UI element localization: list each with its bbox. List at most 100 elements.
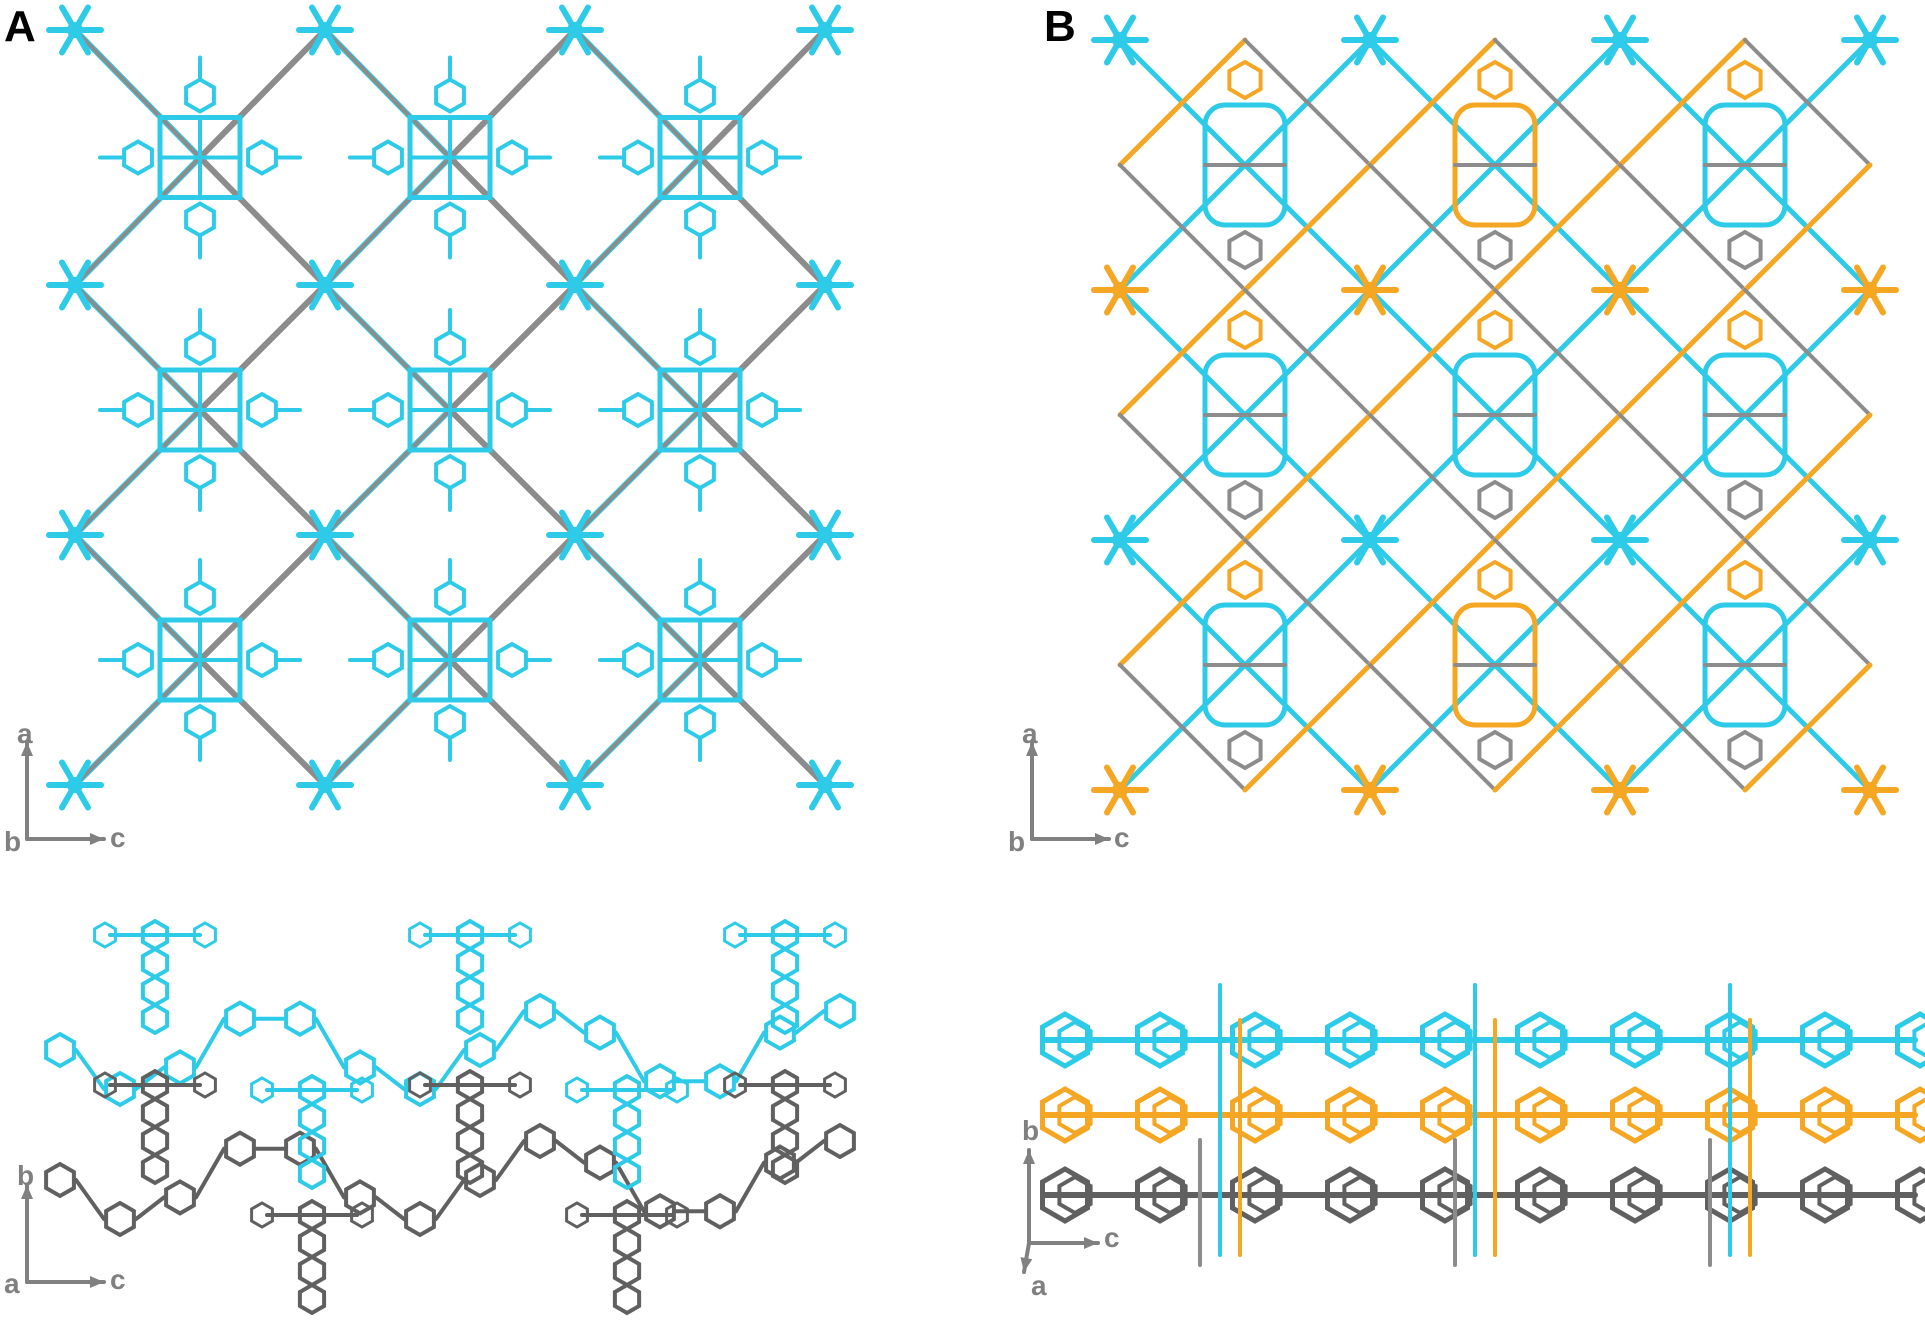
aromatic-ring (246, 641, 278, 679)
aromatic-ring (584, 1014, 616, 1051)
axis-label-a-bottom-out: a (4, 1268, 20, 1299)
aromatic-ring (1722, 1019, 1758, 1061)
panel-b-bottom-structure (1020, 983, 1925, 1274)
aromatic-ring (464, 1031, 496, 1069)
pillar (250, 1198, 374, 1316)
aromatic-ring (184, 453, 216, 491)
gray-layer (1040, 1166, 1925, 1224)
aromatic-ring (1532, 1094, 1568, 1136)
metal-node-cluster (1091, 514, 1149, 566)
aromatic-ring (140, 1002, 170, 1036)
aromatic-ring (140, 974, 170, 1008)
axis-label-b-bottom-down: a (1031, 1270, 1047, 1301)
aromatic-ring (1722, 1094, 1758, 1136)
aromatic-ring (770, 1152, 800, 1186)
aromatic-ring (723, 1071, 747, 1099)
bond (374, 1195, 406, 1221)
aromatic-ring (455, 1124, 485, 1158)
metal-node (317, 527, 333, 543)
linker (1617, 537, 1748, 668)
aromatic-ring (1817, 1174, 1853, 1216)
aromatic-ring (1727, 559, 1763, 601)
linker (1367, 537, 1498, 668)
metal-node (817, 22, 833, 38)
aromatic-ring (140, 1152, 170, 1186)
aromatic-ring (1477, 59, 1513, 101)
aromatic-ring (193, 1071, 217, 1099)
aromatic-ring (372, 641, 404, 679)
aromatic-ring (140, 1124, 170, 1158)
aromatic-ring (770, 1096, 800, 1130)
pillar (723, 1068, 847, 1186)
metal-node-cluster (1091, 264, 1149, 316)
aromatic-ring (1342, 1174, 1378, 1216)
aromatic-ring (1817, 1094, 1853, 1136)
aromatic-ring (297, 1226, 327, 1260)
aromatic-ring (184, 579, 216, 617)
metal-node (1612, 32, 1628, 48)
aromatic-ring (496, 139, 528, 176)
axis-label-b-top-up: a (1022, 718, 1038, 749)
aromatic-ring (372, 391, 404, 429)
aromatic-ring (1152, 1019, 1188, 1061)
aromatic-ring (823, 1071, 847, 1099)
metal-node (1862, 282, 1878, 298)
metal-node (67, 777, 83, 793)
aromatic-ring (1912, 1022, 1925, 1058)
linker (1117, 37, 1248, 168)
aromatic-ring (184, 329, 216, 367)
metal-node-cluster (1591, 264, 1649, 316)
metal-node-cluster (796, 4, 854, 56)
aromatic-ring (644, 1062, 676, 1100)
aromatic-ring (1247, 1094, 1283, 1136)
metal-node (317, 22, 333, 38)
linker (1368, 413, 1497, 542)
aromatic-ring (408, 921, 432, 949)
metal-node-cluster (1841, 514, 1899, 566)
aromatic-ring (350, 1076, 374, 1104)
bond (134, 1195, 166, 1221)
bond (494, 1009, 526, 1052)
bond (794, 1139, 826, 1165)
metal-node-cluster (1591, 764, 1649, 816)
metal-node-cluster (296, 4, 354, 56)
linker (1117, 537, 1248, 668)
metal-node (1362, 782, 1378, 798)
aromatic-ring (1727, 229, 1763, 271)
aromatic-ring (464, 1161, 496, 1199)
metal-node (1112, 282, 1128, 298)
bond (554, 1009, 586, 1035)
aromatic-ring (297, 1282, 327, 1316)
bond (734, 1160, 766, 1214)
metal-node-cluster (1841, 764, 1899, 816)
orange-layer (1040, 1086, 1925, 1144)
aromatic-ring (622, 139, 654, 176)
linker (1743, 538, 1872, 667)
aromatic-ring (1895, 1166, 1925, 1224)
linker (1118, 163, 1247, 292)
aromatic-ring (612, 1129, 642, 1163)
metal-node (1612, 282, 1628, 298)
axis-label-a-bottom-up: b (17, 1160, 35, 1191)
cage (348, 55, 552, 260)
metal-node-cluster (46, 259, 104, 311)
aromatic-ring (250, 1201, 274, 1229)
aromatic-ring (612, 1226, 642, 1260)
aromatic-ring (1912, 1097, 1925, 1133)
bond (434, 1178, 466, 1221)
axis-arrow-b-head (1023, 1150, 1035, 1164)
aromatic-ring (164, 1049, 196, 1086)
metal-node-cluster (546, 509, 604, 561)
metal-node (817, 777, 833, 793)
panel-b-top-structure (1026, 14, 1899, 845)
metal-node-cluster (46, 509, 104, 561)
linker (1493, 538, 1622, 667)
aromatic-ring (455, 1152, 485, 1186)
aromatic-ring (746, 641, 778, 679)
aromatic-ring (508, 921, 532, 949)
aromatic-ring (508, 1071, 532, 1099)
bond (74, 1048, 106, 1091)
aromatic-ring (770, 974, 800, 1008)
metal-node-cluster (1341, 514, 1399, 566)
aromatic-ring (1227, 729, 1263, 771)
